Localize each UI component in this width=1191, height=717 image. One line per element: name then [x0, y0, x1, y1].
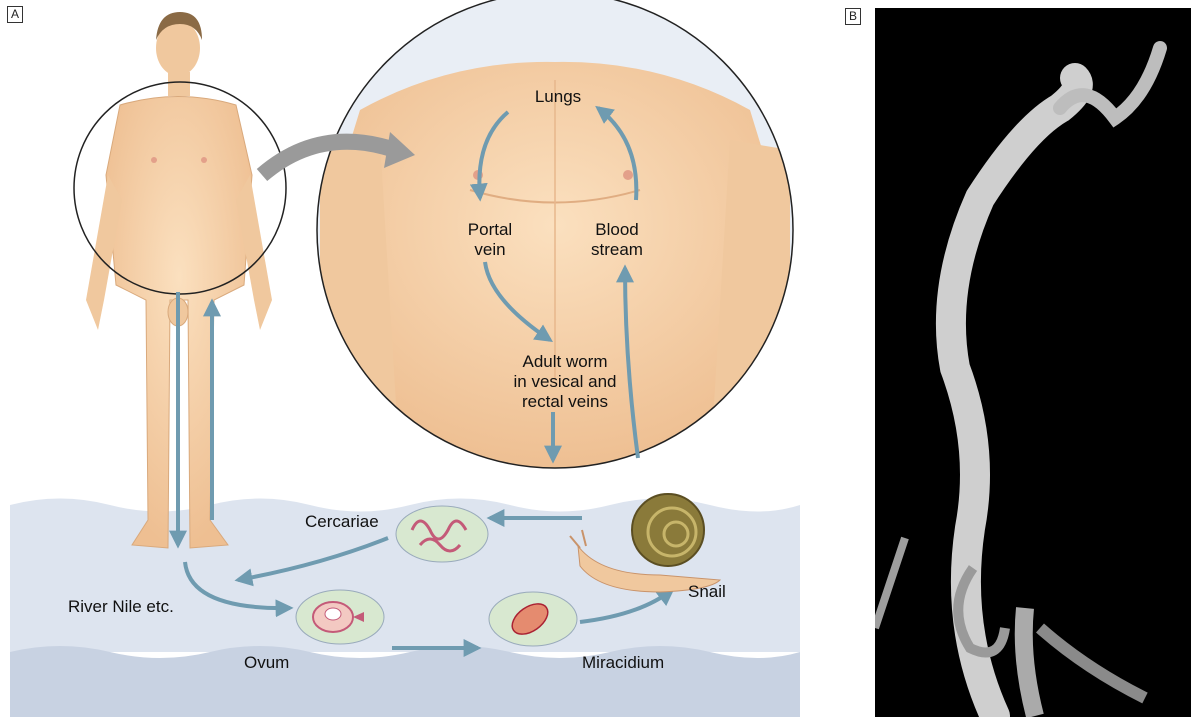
label-ovum: Ovum	[244, 653, 289, 672]
cercariae-stage	[396, 506, 488, 562]
label-river-nile: River Nile etc.	[68, 597, 174, 616]
miracidium-stage	[489, 592, 577, 646]
label-portal-vein-line1: Portal	[468, 220, 512, 239]
label-lungs: Lungs	[535, 87, 581, 106]
label-snail: Snail	[688, 582, 726, 601]
worm-micrograph	[875, 8, 1191, 717]
label-blood-stream-line2: stream	[591, 240, 643, 259]
label-adult-worm-line2: in vesical and	[513, 372, 616, 391]
label-adult-worm-line1: Adult worm	[522, 352, 607, 371]
ovum-stage	[296, 590, 384, 644]
label-cercariae: Cercariae	[305, 512, 379, 531]
schistosoma-life-cycle-diagram: Lungs Portal vein Blood stream Adult wor…	[0, 0, 860, 717]
label-portal-vein-line2: vein	[474, 240, 505, 259]
label-adult-worm-line3: rectal veins	[522, 392, 608, 411]
label-miracidium: Miracidium	[582, 653, 664, 672]
label-blood-stream-line1: Blood	[595, 220, 638, 239]
